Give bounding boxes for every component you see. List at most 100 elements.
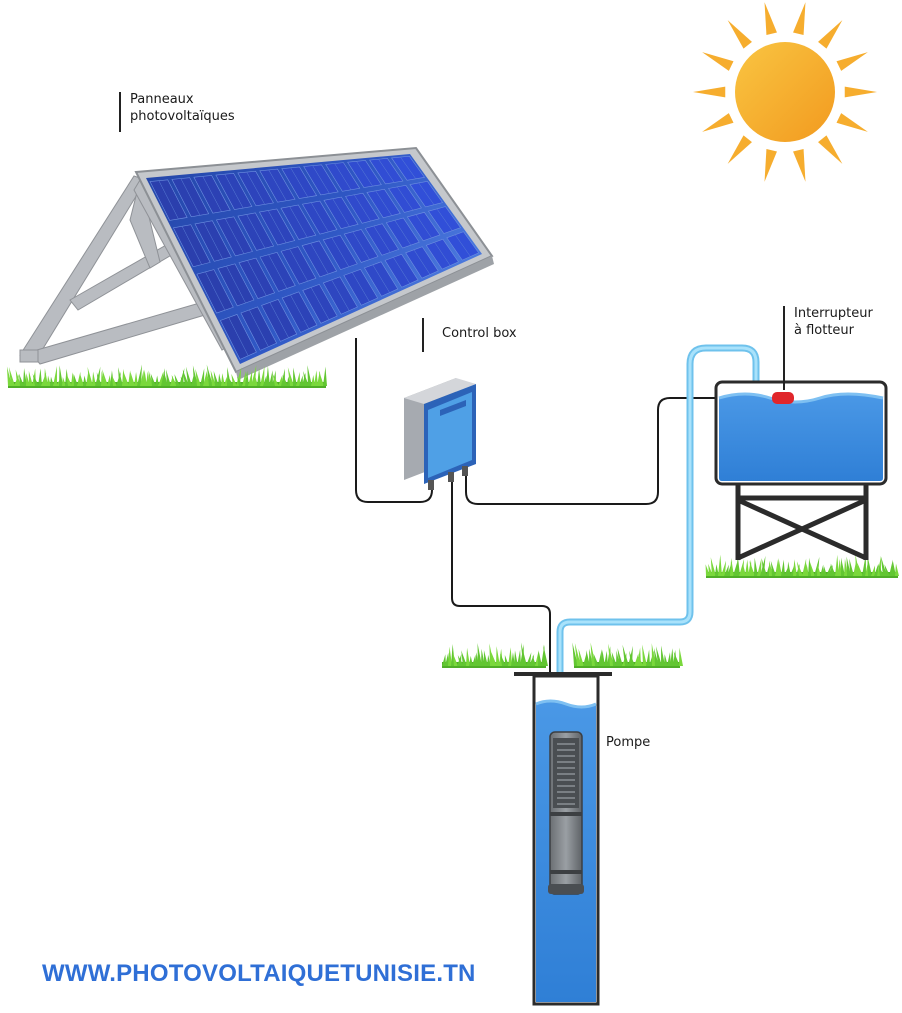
panel-cell-line <box>393 257 411 284</box>
submersible-pump <box>548 731 584 895</box>
grass-blade <box>218 373 222 386</box>
grass-blade <box>66 373 72 386</box>
grass-blade <box>448 646 452 666</box>
label-pump: Pompe <box>606 735 651 750</box>
grass-blade <box>457 655 464 666</box>
grass-blade <box>604 650 608 666</box>
grass-blade <box>150 373 156 386</box>
grass-blade <box>574 643 581 666</box>
grass-blade <box>895 563 899 576</box>
grass-blade <box>742 566 746 576</box>
panel-cell-line <box>353 194 371 222</box>
grass-blade <box>8 367 15 386</box>
sun-ray <box>844 86 877 98</box>
grass-blade <box>622 644 629 666</box>
panel-cell-line <box>352 231 370 260</box>
panel-cell-line <box>434 242 451 266</box>
grass-blade <box>237 376 243 386</box>
panel-cell-line <box>224 174 244 209</box>
grass-well-right <box>572 642 683 668</box>
grass-blade <box>118 367 123 386</box>
panel-cell-line <box>331 279 350 311</box>
sun-ray <box>818 135 843 164</box>
sun-ray <box>764 2 777 35</box>
label-control-box: Control box <box>442 326 517 341</box>
panel-cell-line <box>332 198 350 227</box>
sun-ray <box>702 52 734 71</box>
float-switch-leader <box>783 306 785 390</box>
grass-blade <box>442 654 446 666</box>
grass-blade <box>733 562 738 576</box>
grass-blade <box>213 370 219 386</box>
grass-blade <box>263 375 267 386</box>
panel-cell-line <box>413 249 431 275</box>
grass-blade <box>174 374 180 386</box>
grass-blade <box>73 373 78 386</box>
grass-blade <box>667 652 671 666</box>
grass-blade <box>805 563 809 576</box>
label-panels-line2: photovoltaïques <box>130 109 235 124</box>
grass-blade <box>206 364 213 386</box>
sun-ray <box>727 20 752 49</box>
panel-cell-line <box>312 165 330 194</box>
panel-cell-line <box>289 248 308 282</box>
grass-blade <box>871 565 875 576</box>
grass-blade <box>477 642 482 666</box>
grass-blade <box>87 366 93 386</box>
panel-cell-line <box>436 208 453 231</box>
panel-cell-line <box>356 161 373 187</box>
grass-blade <box>724 564 729 576</box>
sun-ray <box>793 149 806 182</box>
grass-blade <box>254 374 258 386</box>
grass-blade <box>781 559 785 576</box>
grass-blade <box>445 652 449 666</box>
grass-blade <box>520 642 527 666</box>
grass-blade <box>231 373 237 386</box>
panel-cell-line <box>331 237 350 267</box>
grass-blade <box>889 559 893 576</box>
grass-blade <box>586 650 590 666</box>
grass-blade <box>123 371 129 386</box>
grass-blade <box>192 365 198 386</box>
grass-blade <box>134 372 138 386</box>
label-float-switch-line2: à flotteur <box>794 323 855 338</box>
grass-blade <box>248 370 253 386</box>
grass-blade <box>892 561 896 576</box>
panel-cell-line <box>418 182 435 205</box>
grass-blade <box>761 559 767 576</box>
panel-cell-line <box>268 169 287 201</box>
grass-blade <box>679 647 683 666</box>
grass-blade <box>182 369 189 386</box>
panel-cell-line <box>396 186 414 211</box>
panel-cell-line <box>203 222 224 260</box>
grass-blade <box>593 653 599 666</box>
panel-cell-line <box>268 254 288 289</box>
grass-blade <box>646 649 650 666</box>
control-box-leader <box>422 318 424 352</box>
sun-ray <box>764 149 777 182</box>
grass-blade <box>278 374 283 386</box>
panel-cell-line <box>415 214 432 238</box>
panel-cell-line <box>334 163 352 190</box>
grass-blade <box>835 554 839 576</box>
panel-cell-line <box>249 309 269 347</box>
grass-blade <box>718 554 722 576</box>
grass-blade <box>245 370 249 386</box>
grass-blade <box>452 653 458 666</box>
sun-ray <box>818 20 843 49</box>
grass-blade <box>778 559 782 576</box>
grass-blade <box>884 564 890 576</box>
sun-ray <box>702 113 734 132</box>
panel-cell-line <box>269 302 289 338</box>
sun-ray <box>836 113 868 132</box>
grass-blade <box>200 368 205 386</box>
grass-blade <box>611 651 617 666</box>
grass-blade <box>307 365 312 386</box>
panel-cell-line <box>246 171 265 205</box>
grass-blade <box>323 366 327 386</box>
panel-cell-line <box>454 234 471 257</box>
panels-leader <box>119 92 121 132</box>
grass-blade <box>634 653 639 666</box>
panel-cell-line <box>378 159 395 183</box>
